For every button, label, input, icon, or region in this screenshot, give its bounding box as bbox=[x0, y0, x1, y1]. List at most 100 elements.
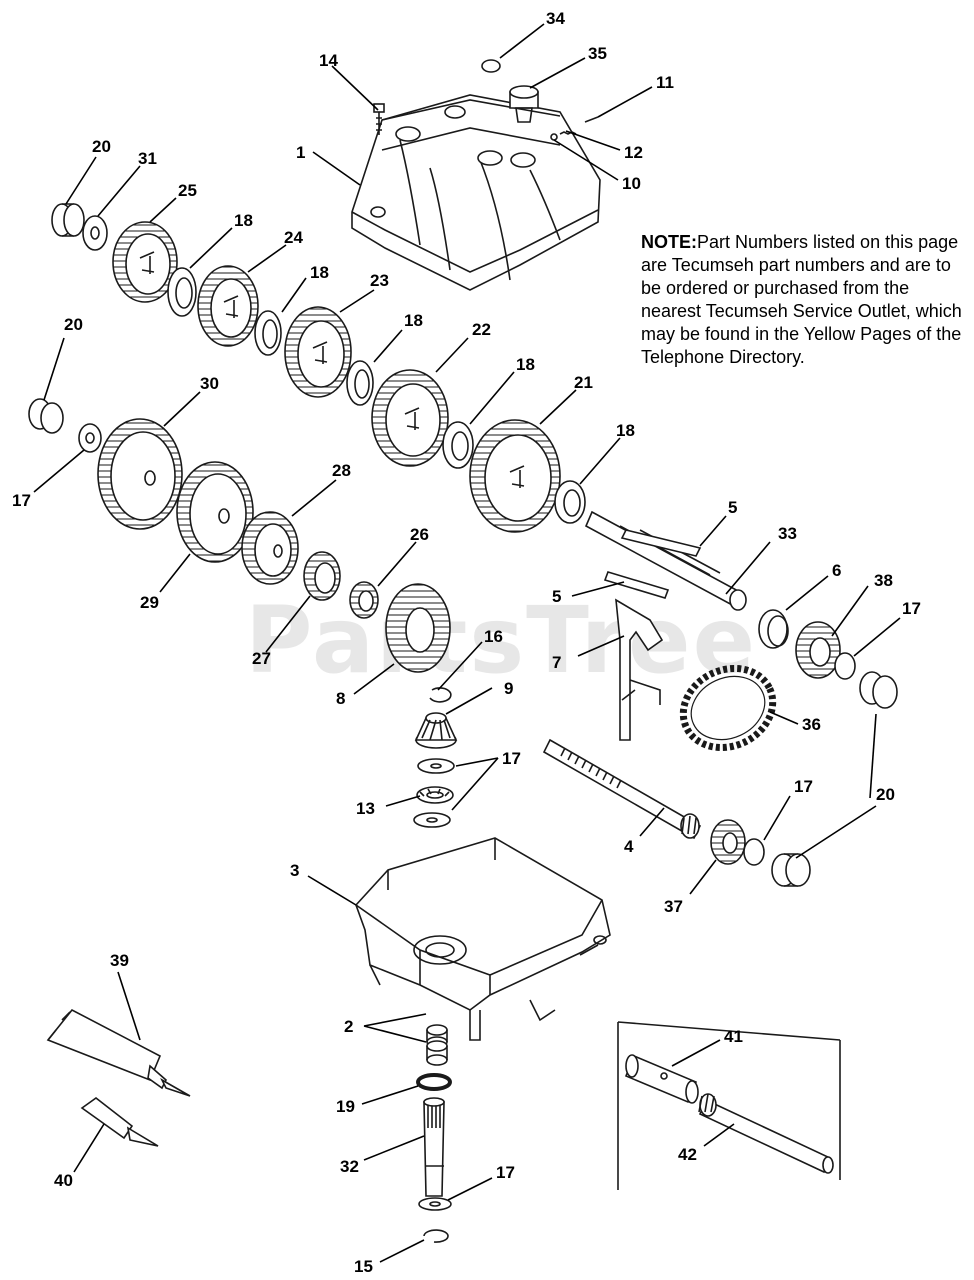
plug-35 bbox=[509, 85, 539, 123]
washer-17-bottom bbox=[418, 1197, 452, 1211]
gear-23 bbox=[284, 306, 352, 398]
callout-16: 16 bbox=[484, 627, 503, 646]
pinion-26 bbox=[349, 581, 379, 619]
gear-30 bbox=[97, 418, 183, 530]
leader-lines bbox=[33, 23, 901, 1263]
callout-24: 24 bbox=[284, 228, 303, 247]
callout-18-a: 18 bbox=[234, 211, 253, 230]
bolt-14 bbox=[373, 103, 385, 135]
washer-18-e bbox=[554, 480, 586, 524]
sprocket-37 bbox=[710, 819, 746, 865]
callout-10: 10 bbox=[622, 174, 641, 193]
note-heading: NOTE: bbox=[641, 232, 697, 252]
washer-17-b bbox=[413, 812, 451, 828]
callout-17-a: 17 bbox=[12, 491, 31, 510]
callout-37: 37 bbox=[664, 897, 683, 916]
callout-13: 13 bbox=[356, 799, 375, 818]
watermark-text: PartsTree bbox=[245, 587, 757, 694]
callout-20-a: 20 bbox=[92, 137, 111, 156]
callout-17-d: 17 bbox=[794, 777, 813, 796]
callout-20-c: 20 bbox=[876, 785, 895, 804]
callout-18-d: 18 bbox=[516, 355, 535, 374]
gear-25 bbox=[112, 221, 178, 303]
callout-28: 28 bbox=[332, 461, 351, 480]
callout-18-c: 18 bbox=[404, 311, 423, 330]
callout-34: 34 bbox=[546, 9, 565, 28]
callout-20-b: 20 bbox=[64, 315, 83, 334]
callout-labels: 34 35 14 11 12 10 1 20 31 25 18 24 18 23… bbox=[12, 9, 921, 1276]
callout-6: 6 bbox=[832, 561, 841, 580]
callout-1: 1 bbox=[296, 143, 305, 162]
shaft-33 bbox=[584, 510, 747, 611]
bushing-20-right bbox=[859, 671, 898, 709]
chain-36 bbox=[679, 664, 777, 752]
washer-18-d bbox=[442, 421, 474, 469]
washer-18-a bbox=[167, 267, 197, 317]
key-5 bbox=[603, 571, 670, 599]
callout-9: 9 bbox=[504, 679, 513, 698]
o-ring-19 bbox=[416, 1073, 452, 1091]
callout-35: 35 bbox=[588, 44, 607, 63]
note-body: Part Numbers listed on this page are Tec… bbox=[641, 232, 962, 367]
callout-4: 4 bbox=[624, 837, 634, 856]
bushing-20-top bbox=[51, 203, 85, 237]
callout-32: 32 bbox=[340, 1157, 359, 1176]
callout-14: 14 bbox=[319, 51, 338, 70]
bushing-2-a bbox=[426, 1024, 448, 1048]
bevel-gear-8 bbox=[385, 583, 451, 673]
callout-18-b: 18 bbox=[310, 263, 329, 282]
shaft-4 bbox=[542, 738, 702, 840]
washer-18-c bbox=[346, 360, 374, 406]
callout-42: 42 bbox=[678, 1145, 697, 1164]
callout-25: 25 bbox=[178, 181, 197, 200]
shaft-42 bbox=[698, 1093, 834, 1174]
callout-23: 23 bbox=[370, 271, 389, 290]
callout-11: 11 bbox=[656, 73, 674, 92]
callout-17-c: 17 bbox=[502, 749, 521, 768]
transmission-case bbox=[355, 837, 611, 1041]
washer-18-b bbox=[254, 310, 282, 356]
sprocket-38 bbox=[795, 621, 841, 679]
gear-27 bbox=[303, 551, 341, 601]
gear-22 bbox=[371, 369, 449, 467]
shift-fork-7 bbox=[615, 598, 664, 741]
callout-17-b: 17 bbox=[902, 599, 921, 618]
spring-pin-assembly bbox=[559, 116, 599, 135]
callout-8: 8 bbox=[336, 689, 345, 708]
callout-22: 22 bbox=[472, 320, 491, 339]
transmission-cover bbox=[351, 94, 601, 291]
grease-tube-39 bbox=[46, 1008, 191, 1097]
retaining-ring-16 bbox=[429, 687, 452, 703]
callout-41: 41 bbox=[724, 1027, 743, 1046]
gear-29 bbox=[176, 461, 254, 563]
output-shaft-32 bbox=[423, 1097, 445, 1197]
nut-34 bbox=[481, 59, 501, 73]
callout-26: 26 bbox=[410, 525, 429, 544]
gear-28 bbox=[241, 511, 299, 585]
callout-5-a: 5 bbox=[728, 498, 737, 517]
washer-17-a bbox=[417, 758, 455, 774]
callout-31: 31 bbox=[138, 149, 157, 168]
callout-40: 40 bbox=[54, 1171, 73, 1190]
callout-30: 30 bbox=[200, 374, 219, 393]
bevel-pinion-9 bbox=[414, 712, 458, 749]
callout-5-b: 5 bbox=[552, 587, 561, 606]
callout-33: 33 bbox=[778, 524, 797, 543]
callout-19: 19 bbox=[336, 1097, 355, 1116]
callout-18-e: 18 bbox=[616, 421, 635, 440]
callout-2: 2 bbox=[344, 1017, 353, 1036]
gear-24 bbox=[197, 265, 259, 347]
callout-21: 21 bbox=[574, 373, 593, 392]
callout-27: 27 bbox=[252, 649, 271, 668]
washer-17-left bbox=[78, 423, 102, 453]
grease-tube-40 bbox=[80, 1097, 159, 1147]
callout-3: 3 bbox=[290, 861, 299, 880]
inset-detail bbox=[617, 1021, 841, 1190]
callout-15: 15 bbox=[354, 1257, 373, 1276]
callout-7: 7 bbox=[552, 653, 561, 672]
washer-17-right bbox=[834, 652, 856, 680]
thrust-bearing-13 bbox=[416, 786, 454, 804]
washer-6 bbox=[758, 609, 789, 649]
